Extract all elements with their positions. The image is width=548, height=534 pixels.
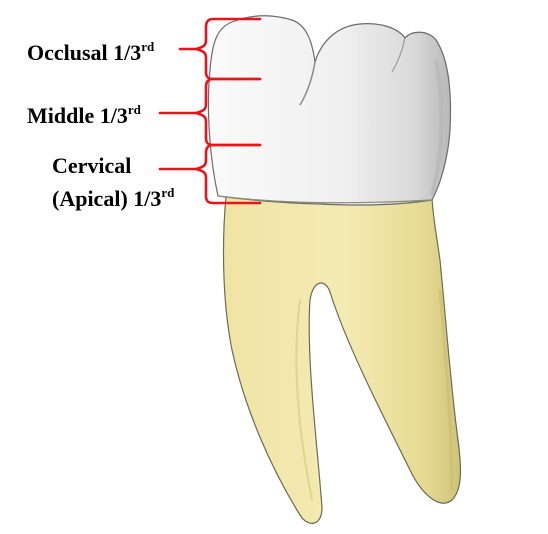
root-shading (295, 299, 313, 501)
bracket-cervical (158, 143, 262, 205)
crown-groove (299, 61, 316, 106)
cervical-third-text-line2: (Apical) 1/3 (52, 186, 162, 211)
bracket-occlusal (178, 17, 262, 81)
root-shading (438, 289, 454, 491)
occlusal-third-label: Occlusal 1/3rd (27, 38, 155, 65)
cervical-third-sup: rd (161, 184, 175, 200)
occlusal-third-sup: rd (141, 38, 155, 54)
cervical-third-text-line1: Cervical (52, 153, 132, 178)
cervical-third-label-line1: Cervical (52, 155, 131, 177)
cemento-enamel-junction (217, 195, 433, 204)
occlusal-third-text: Occlusal 1/3 (27, 40, 142, 65)
tooth-crown (207, 15, 452, 206)
crown-shading (430, 59, 444, 196)
cervical-third-label-line2: (Apical) 1/3rd (52, 184, 175, 211)
bracket-middle (158, 77, 262, 147)
crown-groove (391, 37, 406, 73)
middle-third-sup: rd (127, 101, 141, 117)
middle-third-text: Middle 1/3 (27, 103, 128, 128)
tooth-root (222, 195, 462, 524)
middle-third-label: Middle 1/3rd (27, 101, 141, 128)
